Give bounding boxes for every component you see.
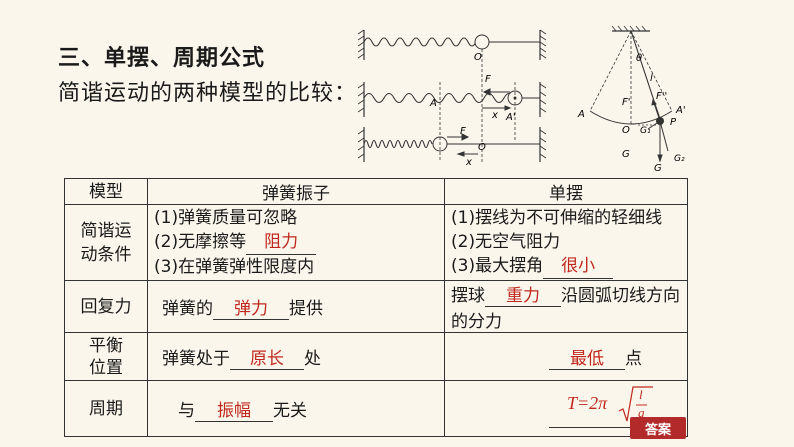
pendulum-condition-1: (1)摆线为不可伸缩的轻细线 [451, 208, 663, 228]
pendulum-g2: G₂ [674, 154, 685, 164]
row-label-text: 简谐运动条件 [80, 220, 132, 265]
pendulum-g1: G₁ [640, 126, 651, 136]
pendulum-theta: θ [636, 53, 642, 64]
spring-oscillator-figure: O F A A' x F O x [357, 29, 547, 167]
pendulum-figure: θ l A A' O P F' F'' G₁ G₂ G G [577, 25, 686, 173]
sqrt-icon [618, 385, 653, 421]
pendulum-force-prefix: 摆球 [451, 286, 485, 306]
row-label-restoring-force: 回复力 [64, 280, 148, 333]
header-model: 模型 [64, 178, 148, 205]
answer-blank: 弹力 [213, 294, 289, 320]
spring-o-label-bottom: O [478, 142, 486, 153]
pendulum-o: O [622, 125, 630, 136]
spring-equilibrium-suffix: 处 [304, 348, 321, 369]
spring-condition-cell: (1)弹簧质量可忽略 (2)无摩擦等阻力 (3)在弹簧弹性限度内 [147, 204, 445, 281]
spring-condition-3: (3)在弹簧弹性限度内 [154, 257, 315, 277]
pendulum-g-bottom: G [654, 163, 662, 173]
period-formula-blank: T=2π l g [549, 385, 669, 428]
pendulum-f-double-prime: F'' [656, 91, 667, 102]
pendulum-condition-3-text: (3)最大摆角 [451, 256, 544, 276]
spring-force-cell: 弹簧的弹力提供 [147, 280, 445, 333]
spring-a-prime-label: A' [505, 112, 516, 123]
spring-condition-1: (1)弹簧质量可忽略 [154, 208, 298, 228]
section-heading: 三、单摆、周期公式 [58, 46, 266, 71]
answer-blank: 原长 [230, 344, 304, 370]
pendulum-p: P [670, 117, 677, 128]
answer-blank: 振幅 [195, 396, 273, 422]
pendulum-a-left: A [577, 109, 585, 120]
spring-equilibrium-cell: 弹簧处于原长处 [147, 332, 445, 381]
pendulum-equilibrium-suffix: 点 [625, 348, 642, 369]
pendulum-condition-3: (3)最大摆角很小 [451, 254, 681, 279]
row-label-equilibrium: 平衡位置 [64, 332, 148, 381]
row-label-text: 平衡位置 [89, 335, 123, 378]
spring-period-cell: 与振幅无关 [147, 380, 445, 437]
row-label-period: 周期 [64, 380, 148, 437]
spring-period-suffix: 无关 [273, 400, 307, 421]
pendulum-f-prime: F' [622, 97, 631, 108]
formula-numerator: l [639, 386, 643, 402]
period-formula: T=2π [567, 392, 608, 413]
spring-o-label: O [474, 52, 482, 63]
table-header-row: 模型 弹簧振子 单摆 [64, 178, 688, 205]
spring-equilibrium-prefix: 弹簧处于 [162, 348, 230, 369]
formula-denominator: g [638, 404, 645, 420]
header-spring: 弹簧振子 [147, 178, 445, 205]
answer-button[interactable]: 答案 [630, 417, 686, 439]
answer-blank: 阻力 [246, 230, 317, 255]
pendulum-a-right: A' [675, 105, 686, 116]
pendulum-condition-2: (2)无空气阻力 [451, 232, 561, 252]
spring-period-prefix: 与 [178, 400, 195, 421]
answer-blank: 最低 [549, 344, 625, 370]
table-row: 回复力 弹簧的弹力提供 摆球重力沿圆弧切线方向的分力 [64, 280, 688, 333]
spring-x-label-top: x [491, 110, 498, 121]
spring-a-label: A [429, 98, 437, 109]
row-label-condition: 简谐运动条件 [64, 204, 148, 281]
pendulum-l: l [650, 73, 653, 84]
spring-force-suffix: 提供 [289, 298, 323, 319]
section-subheading: 简谐运动的两种模型的比较： [58, 81, 358, 106]
pendulum-force-suffix: 沿圆弧切线方向的分力 [451, 286, 680, 332]
spring-condition-2-text: (2)无摩擦等 [154, 232, 247, 252]
table-row: 简谐运动条件 (1)弹簧质量可忽略 (2)无摩擦等阻力 (3)在弹簧弹性限度内 … [64, 204, 688, 281]
answer-blank: 重力 [485, 281, 561, 307]
table-row: 周期 与振幅无关 T=2π l g [64, 380, 688, 437]
table-row: 平衡位置 弹簧处于原长处 最低点 [64, 332, 688, 381]
header-pendulum: 单摆 [444, 178, 688, 205]
spring-f-label-bottom: F [460, 126, 466, 137]
spring-condition-2: (2)无摩擦等阻力 [154, 230, 438, 255]
pendulum-condition-cell: (1)摆线为不可伸缩的轻细线 (2)无空气阻力 (3)最大摆角很小 [444, 204, 688, 281]
spring-x-label-bottom: x [465, 157, 472, 167]
spring-force-prefix: 弹簧的 [162, 298, 213, 319]
pendulum-g: G [622, 149, 630, 160]
spring-f-label: F [485, 74, 491, 85]
pendulum-equilibrium-cell: 最低点 [444, 332, 688, 381]
answer-blank: 很小 [543, 254, 614, 279]
comparison-table: 模型 弹簧振子 单摆 简谐运动条件 (1)弹簧质量可忽略 (2)无摩擦等阻力 (… [64, 178, 688, 437]
pendulum-force-cell: 摆球重力沿圆弧切线方向的分力 [444, 280, 688, 333]
